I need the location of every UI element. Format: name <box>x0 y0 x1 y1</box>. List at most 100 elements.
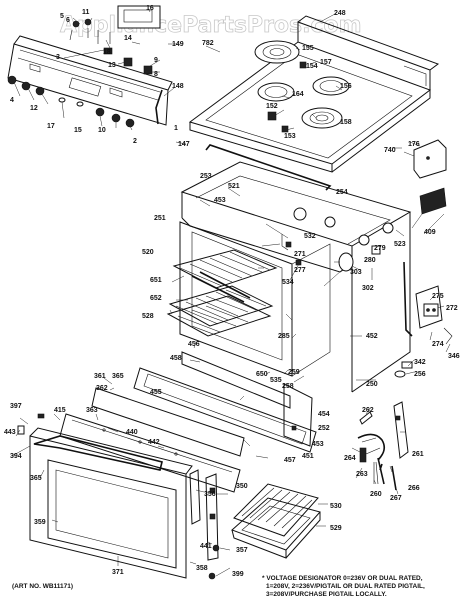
part-label: 158 <box>340 119 352 126</box>
part-label: 303 <box>350 269 362 276</box>
part-label: 266 <box>408 485 420 492</box>
voltage-footnote-line: 3=208V/PURCHASE PIGTAIL LOCALLY. <box>266 591 387 598</box>
voltage-footnote-line: 1=208V, 2=236V/PIGTAIL OR DUAL RATED PIG… <box>266 583 425 590</box>
part-labels: 5 6 11 16 14 149 18 13 9 3 8 148 4 12 17… <box>4 5 460 578</box>
part-label: 350 <box>236 483 248 490</box>
door-glass <box>47 459 177 569</box>
voltage-footnote-line: * VOLTAGE DESIGNATOR 0=236V OR DUAL RATE… <box>262 575 423 582</box>
part-label: 397 <box>10 403 22 410</box>
part-label: 275 <box>432 293 444 300</box>
part-label: 251 <box>154 215 166 222</box>
part-label: 651 <box>150 277 162 284</box>
part-label: 365 <box>30 475 42 482</box>
part-label: 279 <box>374 245 386 252</box>
part-label: 11 <box>82 9 90 16</box>
part-label: 356 <box>204 491 216 498</box>
part-label: 359 <box>34 519 46 526</box>
part-label: 357 <box>236 547 248 554</box>
part-label: 453 <box>214 197 226 204</box>
part-label: 528 <box>142 313 154 320</box>
side-trim <box>283 383 313 447</box>
terminal-block <box>423 303 439 317</box>
insulation-block <box>419 187 447 215</box>
door-hinge <box>205 473 219 561</box>
part-label: 535 <box>270 377 282 384</box>
surface-burner <box>301 107 343 129</box>
part-label: 399 <box>232 571 244 578</box>
part-label: 277 <box>294 267 306 274</box>
part-label: 271 <box>294 251 306 258</box>
vent-fitting <box>293 207 307 221</box>
part-label: 248 <box>334 10 346 17</box>
part-label: 15 <box>74 127 82 134</box>
part-label: 250 <box>366 381 378 388</box>
cooktop <box>188 15 440 173</box>
part-label: 362 <box>96 385 108 392</box>
range-body <box>179 161 413 393</box>
part-label: 154 <box>306 63 318 70</box>
bake-element <box>191 271 251 303</box>
part-label: 149 <box>172 41 184 48</box>
part-label: 9 <box>154 57 158 64</box>
part-label: 365 <box>112 373 124 380</box>
part-label: 302 <box>362 285 374 292</box>
surface-burner <box>257 82 295 102</box>
part-label: 267 <box>390 495 402 502</box>
part-label: 153 <box>284 133 296 140</box>
bracket <box>413 139 447 179</box>
part-label: 285 <box>278 333 290 340</box>
part-label: 451 <box>302 453 314 460</box>
part-label: 164 <box>292 91 304 98</box>
part-label: 14 <box>124 35 132 42</box>
broil-element <box>166 295 272 337</box>
part-label: 532 <box>304 233 316 240</box>
part-label: 455 <box>150 389 162 396</box>
control-knob <box>111 113 121 123</box>
part-label: 443 <box>4 429 16 436</box>
broiler-grid <box>233 483 319 537</box>
part-label: 523 <box>394 241 406 248</box>
part-label: 529 <box>330 525 342 532</box>
part-label: 358 <box>196 565 208 572</box>
part-label: 4 <box>10 97 14 104</box>
part-label: 440 <box>126 429 138 436</box>
part-label: 13 <box>108 62 116 69</box>
part-label: 264 <box>344 455 356 462</box>
part-label: 147 <box>178 141 190 148</box>
part-label: 261 <box>412 451 424 458</box>
side-channel <box>403 261 413 337</box>
part-label: 17 <box>47 123 55 130</box>
control-knob <box>95 107 105 117</box>
part-label: 6 <box>66 17 70 24</box>
part-label: 16 <box>146 5 154 12</box>
part-label: 740 <box>384 147 396 154</box>
part-label: 415 <box>54 407 66 414</box>
part-label: 12 <box>30 105 38 112</box>
part-label: 256 <box>414 371 426 378</box>
part-label: 148 <box>172 83 184 90</box>
control-knob <box>7 75 17 85</box>
part-label: 652 <box>150 295 162 302</box>
part-label: 152 <box>266 103 278 110</box>
drawer-front <box>133 351 317 453</box>
part-label: 454 <box>318 411 330 418</box>
door-frame <box>29 435 187 579</box>
part-label: 530 <box>330 503 342 510</box>
part-label: 262 <box>362 407 374 414</box>
surface-burner <box>312 76 350 96</box>
broiler-pan <box>231 483 321 559</box>
oven-door <box>17 387 245 580</box>
part-label: 252 <box>318 425 330 432</box>
art-number: (ART NO. WB11171) <box>12 583 73 590</box>
door-switch <box>359 447 367 463</box>
part-label: 520 <box>142 249 154 256</box>
spring <box>377 457 397 491</box>
part-label: 8 <box>154 71 158 78</box>
door-inner-liner <box>59 413 241 493</box>
part-label: 157 <box>320 59 332 66</box>
part-label: 371 <box>112 569 124 576</box>
part-label: 5 <box>60 13 64 20</box>
part-label: 254 <box>336 189 348 196</box>
part-label: 782 <box>202 40 214 47</box>
